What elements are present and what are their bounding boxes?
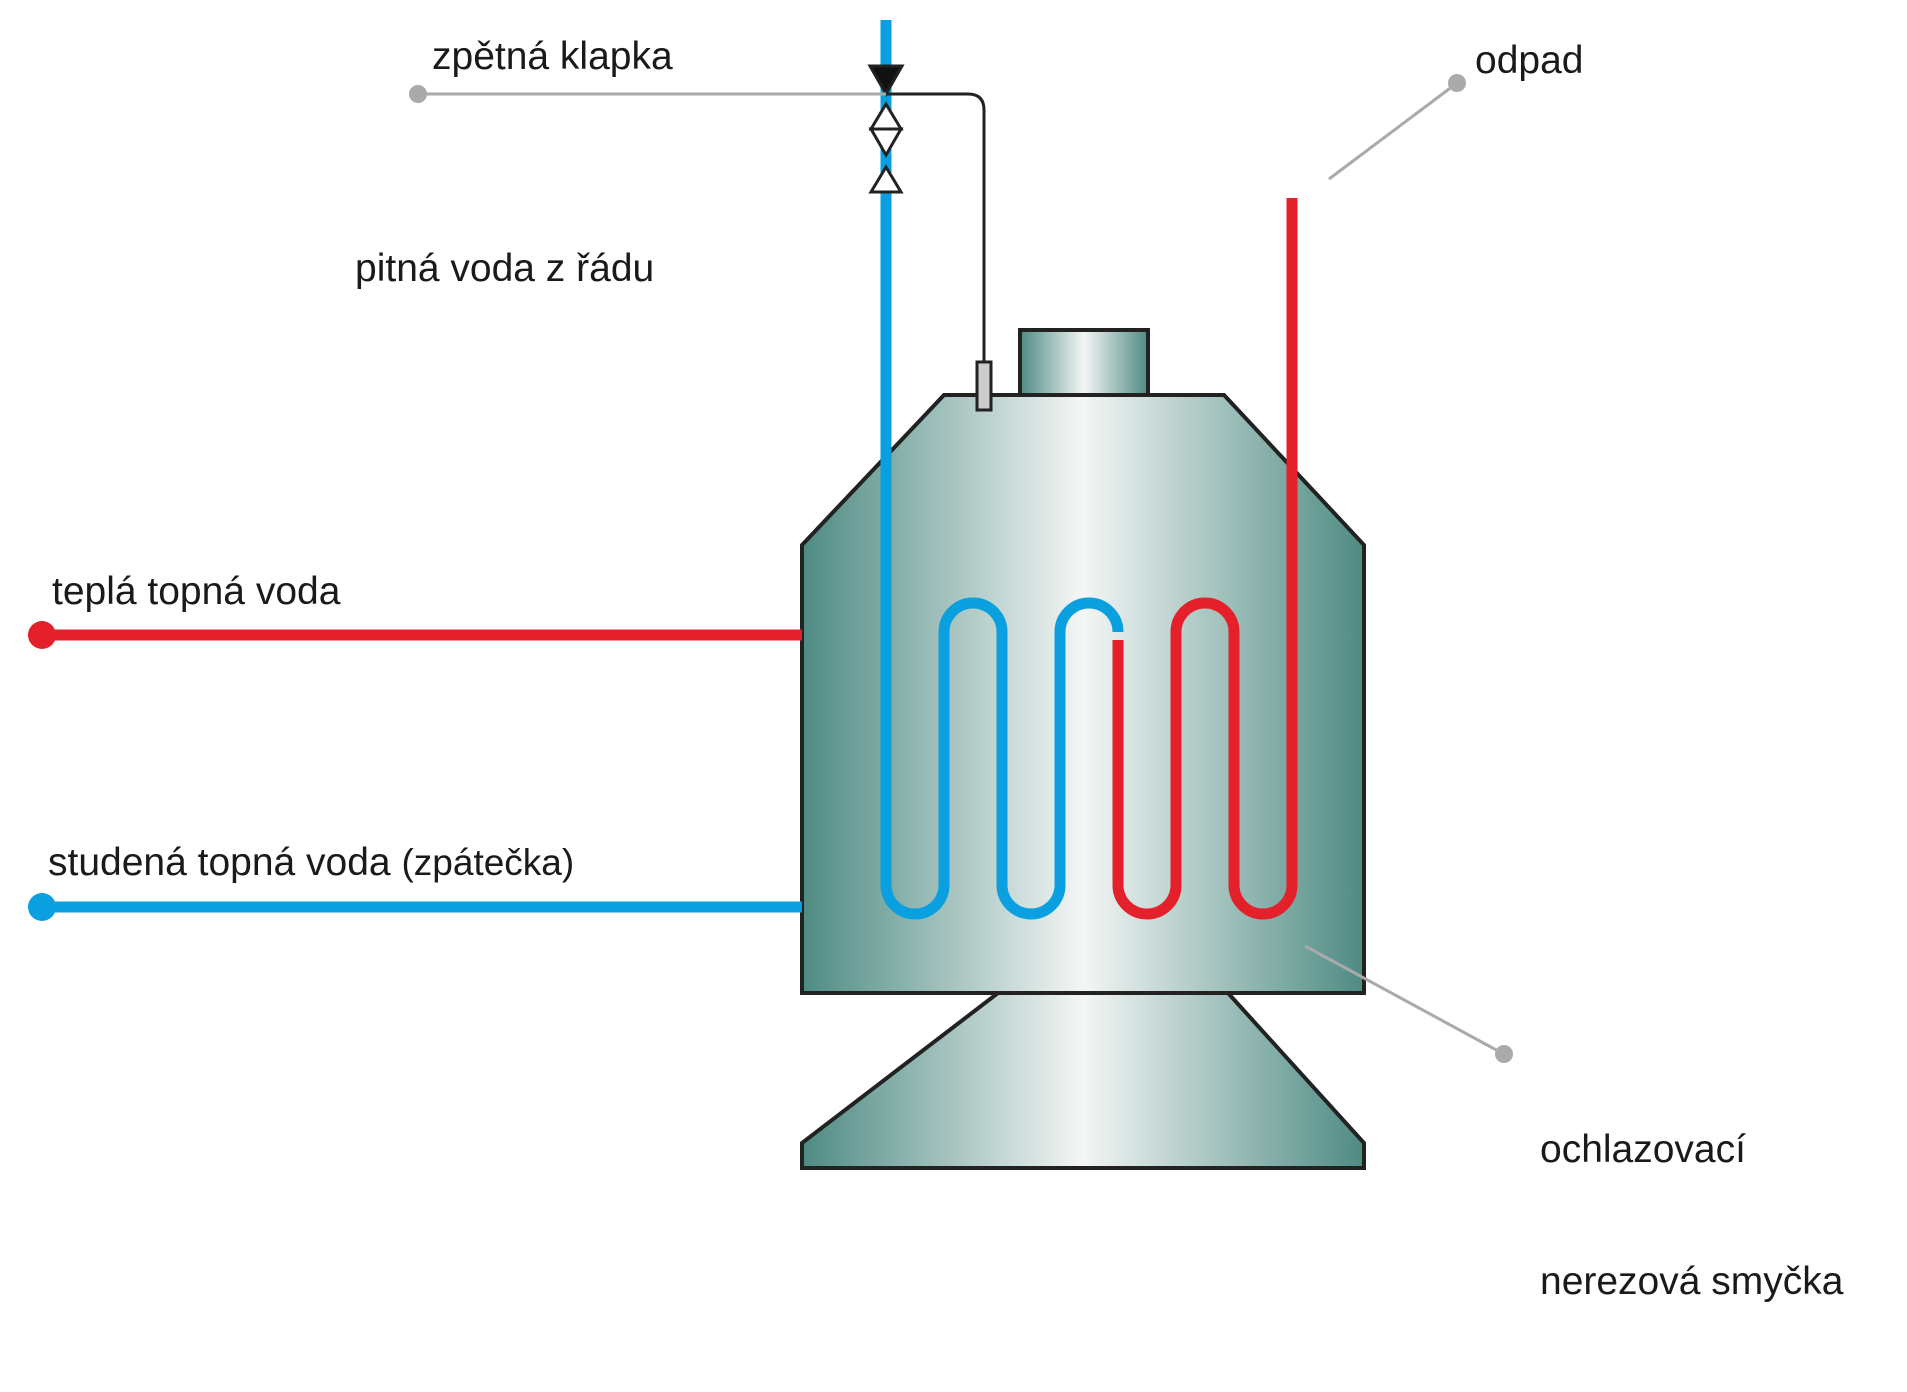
drain-leader — [1328, 81, 1458, 181]
hot-heating-water-label: teplá topná voda — [52, 570, 341, 613]
leader-lines — [409, 74, 1513, 1063]
cooling-loop — [880, 20, 1298, 920]
drain-leader-dot — [1448, 74, 1466, 92]
cooling-loop-leader-dot — [1495, 1045, 1513, 1063]
diagram-canvas: zpětná klapka odpad pitná voda z řádu te… — [28, 20, 1843, 1303]
temperature-sensor — [975, 360, 993, 412]
cooling-loop-blue-section — [880, 20, 1124, 920]
cold-heating-water-text: studená topná voda — [48, 841, 391, 884]
valve-triangle-2-icon — [868, 127, 904, 159]
cooling-loop-label-line2: nerezová smyčka — [1540, 1260, 1844, 1303]
sensor-line — [886, 92, 993, 412]
cold-heating-water-label: studená topná voda (zpátečka) — [48, 843, 574, 882]
hot-water-inlet-dot — [28, 621, 56, 649]
check-valve-label: zpětná klapka — [432, 35, 673, 78]
drain-label: odpad — [1475, 39, 1584, 82]
tank-top-neck — [1018, 328, 1150, 397]
tank-base — [800, 991, 1366, 1170]
potable-water-label: pitná voda z řádu — [355, 247, 655, 290]
check-valve-icon — [867, 64, 905, 98]
valve-triangle-1-icon — [868, 101, 904, 131]
cooling-loop-label-line1: ochlazovací — [1540, 1128, 1746, 1171]
cooling-loop-leader — [1304, 944, 1501, 1054]
cooling-system-diagram — [28, 20, 1513, 1170]
cold-heating-water-note: (zpátečka) — [401, 842, 575, 883]
sensor-capillary — [886, 92, 986, 362]
cooling-loop-red-section — [1112, 198, 1298, 920]
valve-assembly — [867, 64, 905, 194]
valve-triangle-3-icon — [868, 164, 904, 194]
cold-water-outlet-dot — [28, 893, 56, 921]
check-valve-leader-dot — [409, 85, 427, 103]
cooling-loop-label: ochlazovací nerezová smyčka — [1540, 1040, 1843, 1392]
heating-pipes — [28, 621, 802, 921]
